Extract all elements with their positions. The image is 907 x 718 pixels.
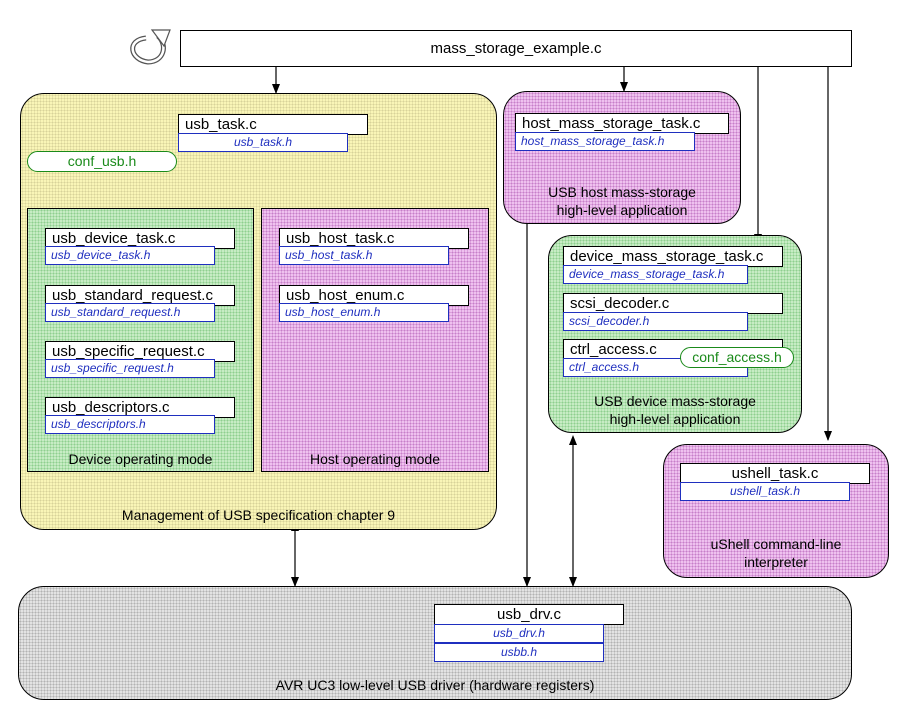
usb-device-task-h-file: usb_device_task.h: [45, 246, 215, 265]
device-app-label-line2: high-level application: [609, 411, 741, 427]
scsi-decoder-c-file: scsi_decoder.c: [563, 293, 783, 314]
ushell-label-line1: uShell command-line: [710, 536, 842, 552]
driver-label: AVR UC3 low-level USB driver (hardware r…: [275, 677, 595, 693]
usb-specific-request-h-file: usb_specific_request.h: [45, 359, 215, 378]
host-mass-storage-task-c-file: host_mass_storage_task.c: [515, 113, 729, 134]
usb-drv-h-file: usb_drv.h: [434, 624, 604, 643]
usb-drv-c-file: usb_drv.c: [434, 604, 624, 625]
device-mass-storage-task-h-file: device_mass_storage_task.h: [563, 265, 748, 284]
host-mass-storage-task-h-file: host_mass_storage_task.h: [515, 132, 695, 151]
usb-descriptors-h-file: usb_descriptors.h: [45, 415, 215, 434]
usb-host-enum-h-file: usb_host_enum.h: [279, 303, 449, 322]
host-app-label-line2: high-level application: [556, 202, 688, 218]
device-mass-storage-task-c-file: device_mass_storage_task.c: [563, 246, 783, 267]
usb-standard-request-c-file: usb_standard_request.c: [45, 285, 235, 306]
usb-task-c-file: usb_task.c: [178, 114, 368, 135]
ushell-task-c-file: ushell_task.c: [680, 463, 870, 484]
host-app-label-line1: USB host mass-storage: [548, 184, 696, 200]
usb-management-label: Management of USB specification chapter …: [121, 507, 396, 523]
usbb-h-file: usbb.h: [434, 643, 604, 662]
host-mode-label: Host operating mode: [310, 451, 440, 467]
usb-task-h-file: usb_task.h: [178, 133, 348, 152]
scsi-decoder-h-file: scsi_decoder.h: [563, 312, 748, 331]
device-mode-label: Device operating mode: [68, 451, 213, 467]
usb-standard-request-h-file: usb_standard_request.h: [45, 303, 215, 322]
conf-usb-pill: conf_usb.h: [27, 151, 177, 172]
conf-access-pill: conf_access.h: [680, 347, 794, 368]
usb-host-task-h-file: usb_host_task.h: [279, 246, 449, 265]
ushell-label-line2: interpreter: [744, 554, 808, 570]
loop-arrow-icon: [130, 29, 171, 65]
usb-specific-request-c-file: usb_specific_request.c: [45, 341, 235, 362]
device-app-label-line1: USB device mass-storage: [594, 393, 756, 409]
main-file-box: mass_storage_example.c: [180, 30, 852, 67]
ushell-task-h-file: ushell_task.h: [680, 482, 850, 501]
